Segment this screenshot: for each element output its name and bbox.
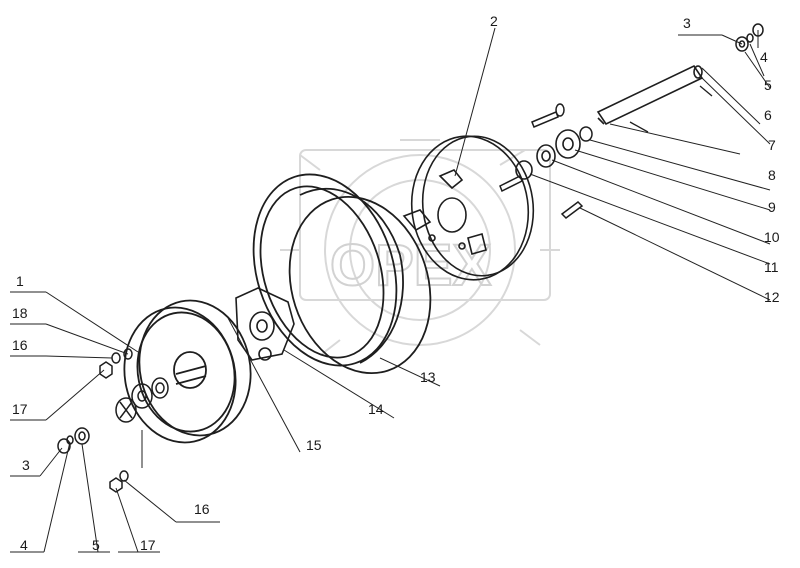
bushing-11	[515, 160, 533, 180]
cap-5-bottom	[74, 427, 90, 445]
brake-drum	[252, 173, 432, 375]
watermark-text: OPEX	[330, 233, 491, 298]
washer-4-top	[746, 33, 754, 43]
axle-shaft	[596, 64, 704, 126]
callout-17-bottom: 17	[140, 537, 156, 553]
callout-6: 6	[764, 107, 772, 123]
callout-11: 11	[764, 259, 779, 275]
nut-17-left	[99, 361, 113, 379]
anchor-bracket	[235, 287, 295, 361]
callout-16-bottom: 16	[194, 501, 210, 517]
callout-1: 1	[16, 273, 24, 289]
callout-12: 12	[764, 289, 780, 305]
callout-7: 7	[768, 137, 776, 153]
callout-15: 15	[306, 437, 322, 453]
callout-5-bottom: 5	[92, 537, 100, 553]
pin-6	[699, 85, 713, 97]
callout-3-bottom: 3	[22, 457, 30, 473]
callout-3-top: 3	[683, 15, 691, 31]
callout-10: 10	[764, 229, 780, 245]
backing-plate-rear	[402, 135, 535, 281]
callout-labels: 3 4 5 6 7 8 9 10 11 12 2 13 14 15 1 18 1…	[12, 13, 780, 553]
front-bearing	[151, 377, 169, 399]
bearing-10	[536, 144, 556, 168]
cap-5-top	[735, 36, 749, 52]
seal-8	[579, 126, 593, 142]
callout-14: 14	[368, 401, 384, 417]
washer-16-left	[111, 352, 121, 364]
bolt-12	[560, 201, 584, 219]
callout-16-left: 16	[12, 337, 28, 353]
nut-3-bottom	[57, 438, 71, 454]
front-washer	[131, 383, 153, 409]
leader-lines	[10, 27, 771, 553]
callout-5-top: 5	[764, 77, 772, 93]
pin-7	[629, 121, 649, 133]
screw-18	[123, 348, 133, 360]
watermark-gear-icon	[280, 139, 560, 355]
callout-17-left: 17	[12, 401, 28, 417]
callout-18: 18	[12, 305, 28, 321]
bolt-rear-mid	[499, 174, 523, 193]
washer-16-bottom	[119, 470, 129, 482]
callout-4-top: 4	[760, 49, 768, 65]
front-drum-hub	[123, 299, 252, 444]
callout-13: 13	[420, 369, 436, 385]
nut-17-bottom	[109, 477, 123, 493]
bolt-rear-top	[531, 103, 565, 128]
callout-8: 8	[768, 167, 776, 183]
callout-4-bottom: 4	[20, 537, 28, 553]
callout-2: 2	[490, 13, 498, 29]
callout-9: 9	[768, 199, 776, 215]
bearing-9	[555, 129, 581, 159]
front-hub-cap	[115, 397, 137, 423]
